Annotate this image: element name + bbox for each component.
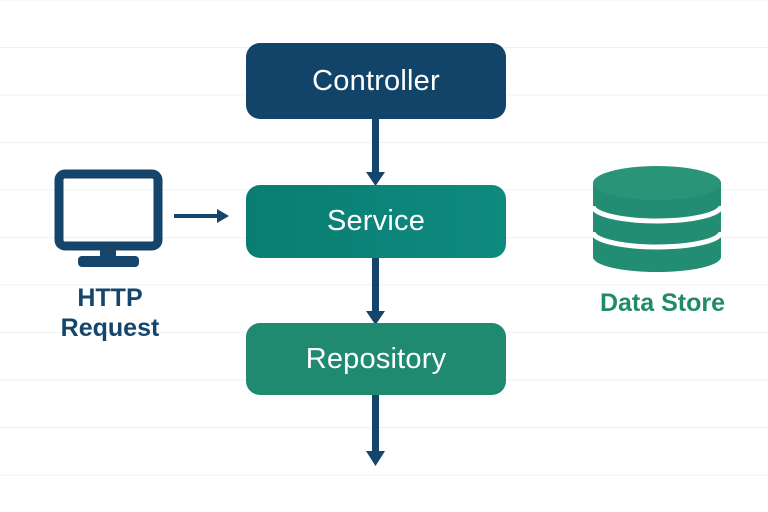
monitor-icon: [54, 169, 163, 267]
arrow-client-to-service: [174, 209, 229, 223]
service-node[interactable]: Service: [246, 185, 506, 258]
arrow-controller-to-service: [366, 119, 385, 186]
repository-node[interactable]: Repository: [246, 323, 506, 395]
arrow-service-to-repository: [366, 258, 385, 325]
http-label-line2: Request: [60, 314, 160, 342]
http-label-line1: HTTP: [77, 284, 143, 312]
data-store-label: Data Store: [599, 289, 726, 317]
arrow-repository-down: [366, 395, 385, 466]
controller-node[interactable]: Controller: [246, 43, 506, 119]
service-label: Service: [326, 205, 426, 237]
repository-label: Repository: [305, 342, 447, 375]
controller-label: Controller: [312, 64, 440, 97]
http-request-label: HTTP Request: [40, 283, 180, 343]
database-icon: [590, 166, 724, 272]
